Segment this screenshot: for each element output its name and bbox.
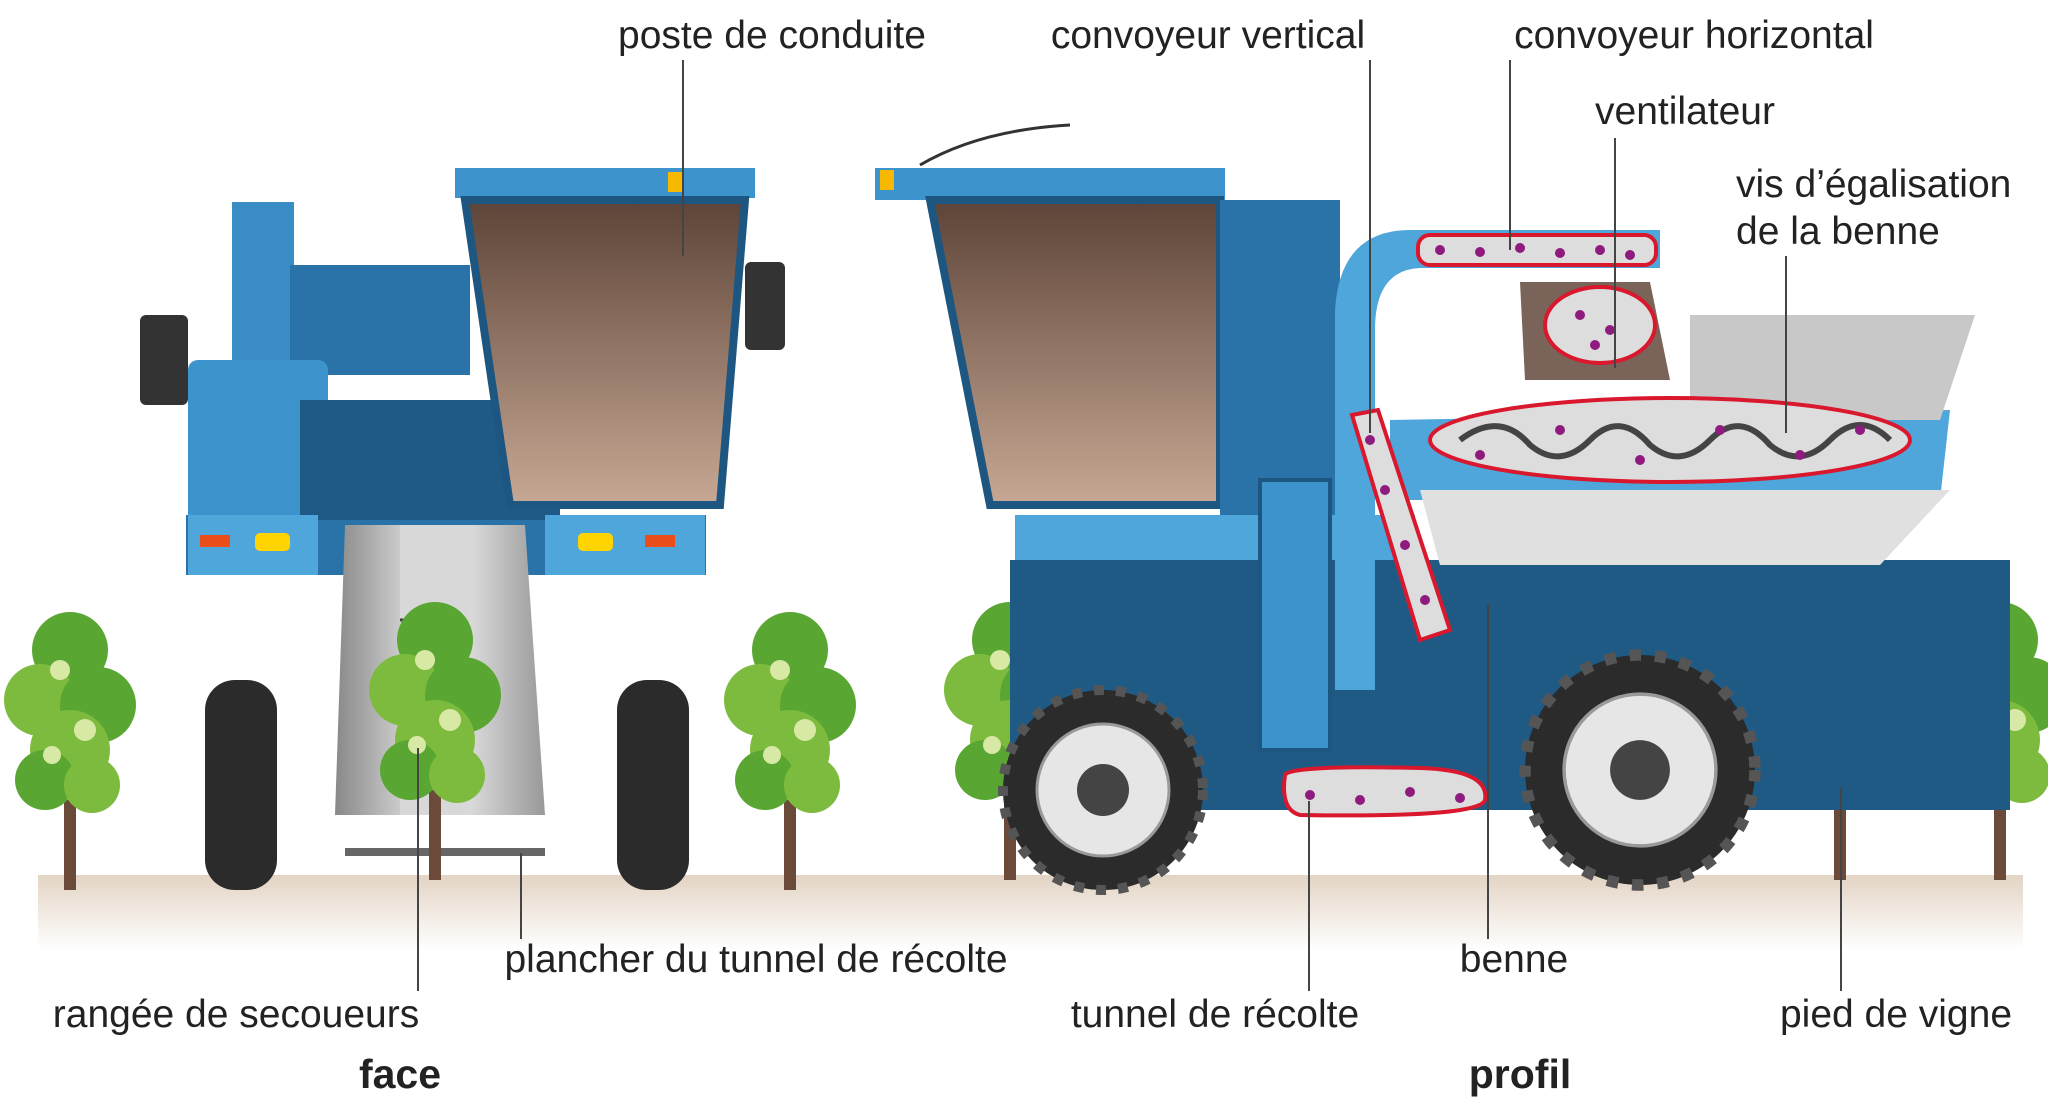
ground (38, 875, 2023, 950)
convoyeur-horizontal-part (1416, 233, 1658, 267)
label-vis-line2: de la benne (1736, 210, 1940, 253)
tunnel-recolte-part (1282, 765, 1488, 818)
ventilateur-part (1543, 285, 1657, 365)
label-ventilateur: ventilateur (1595, 90, 1775, 133)
label-tunnel-recolte: tunnel de récolte (1071, 993, 1359, 1036)
vine-left (4, 612, 136, 890)
label-rangee-secoueurs: rangée de secoueurs (53, 993, 419, 1036)
leader-lines (417, 60, 1842, 991)
label-poste-de-conduite: poste de conduite (618, 14, 926, 57)
label-vis-line1: vis d’égalisation (1736, 163, 2011, 206)
harvester-front-view (140, 168, 785, 890)
cab-front (460, 196, 750, 509)
vine-front-center (724, 612, 856, 890)
benne-part (1420, 490, 1950, 565)
label-benne: benne (1460, 938, 1568, 981)
label-convoyeur-vertical: convoyeur vertical (1051, 14, 1365, 57)
vis-egalisation-part (1428, 396, 1912, 484)
label-plancher: plancher du tunnel de récolte (504, 938, 1007, 981)
label-convoyeur-horizontal: convoyeur horizontal (1514, 14, 1874, 57)
caption-profil: profil (1469, 1051, 1571, 1097)
label-pied-de-vigne: pied de vigne (1780, 993, 2012, 1036)
cab-side (925, 196, 1224, 509)
harvester-profile-view (875, 123, 2010, 890)
caption-face: face (359, 1051, 441, 1097)
